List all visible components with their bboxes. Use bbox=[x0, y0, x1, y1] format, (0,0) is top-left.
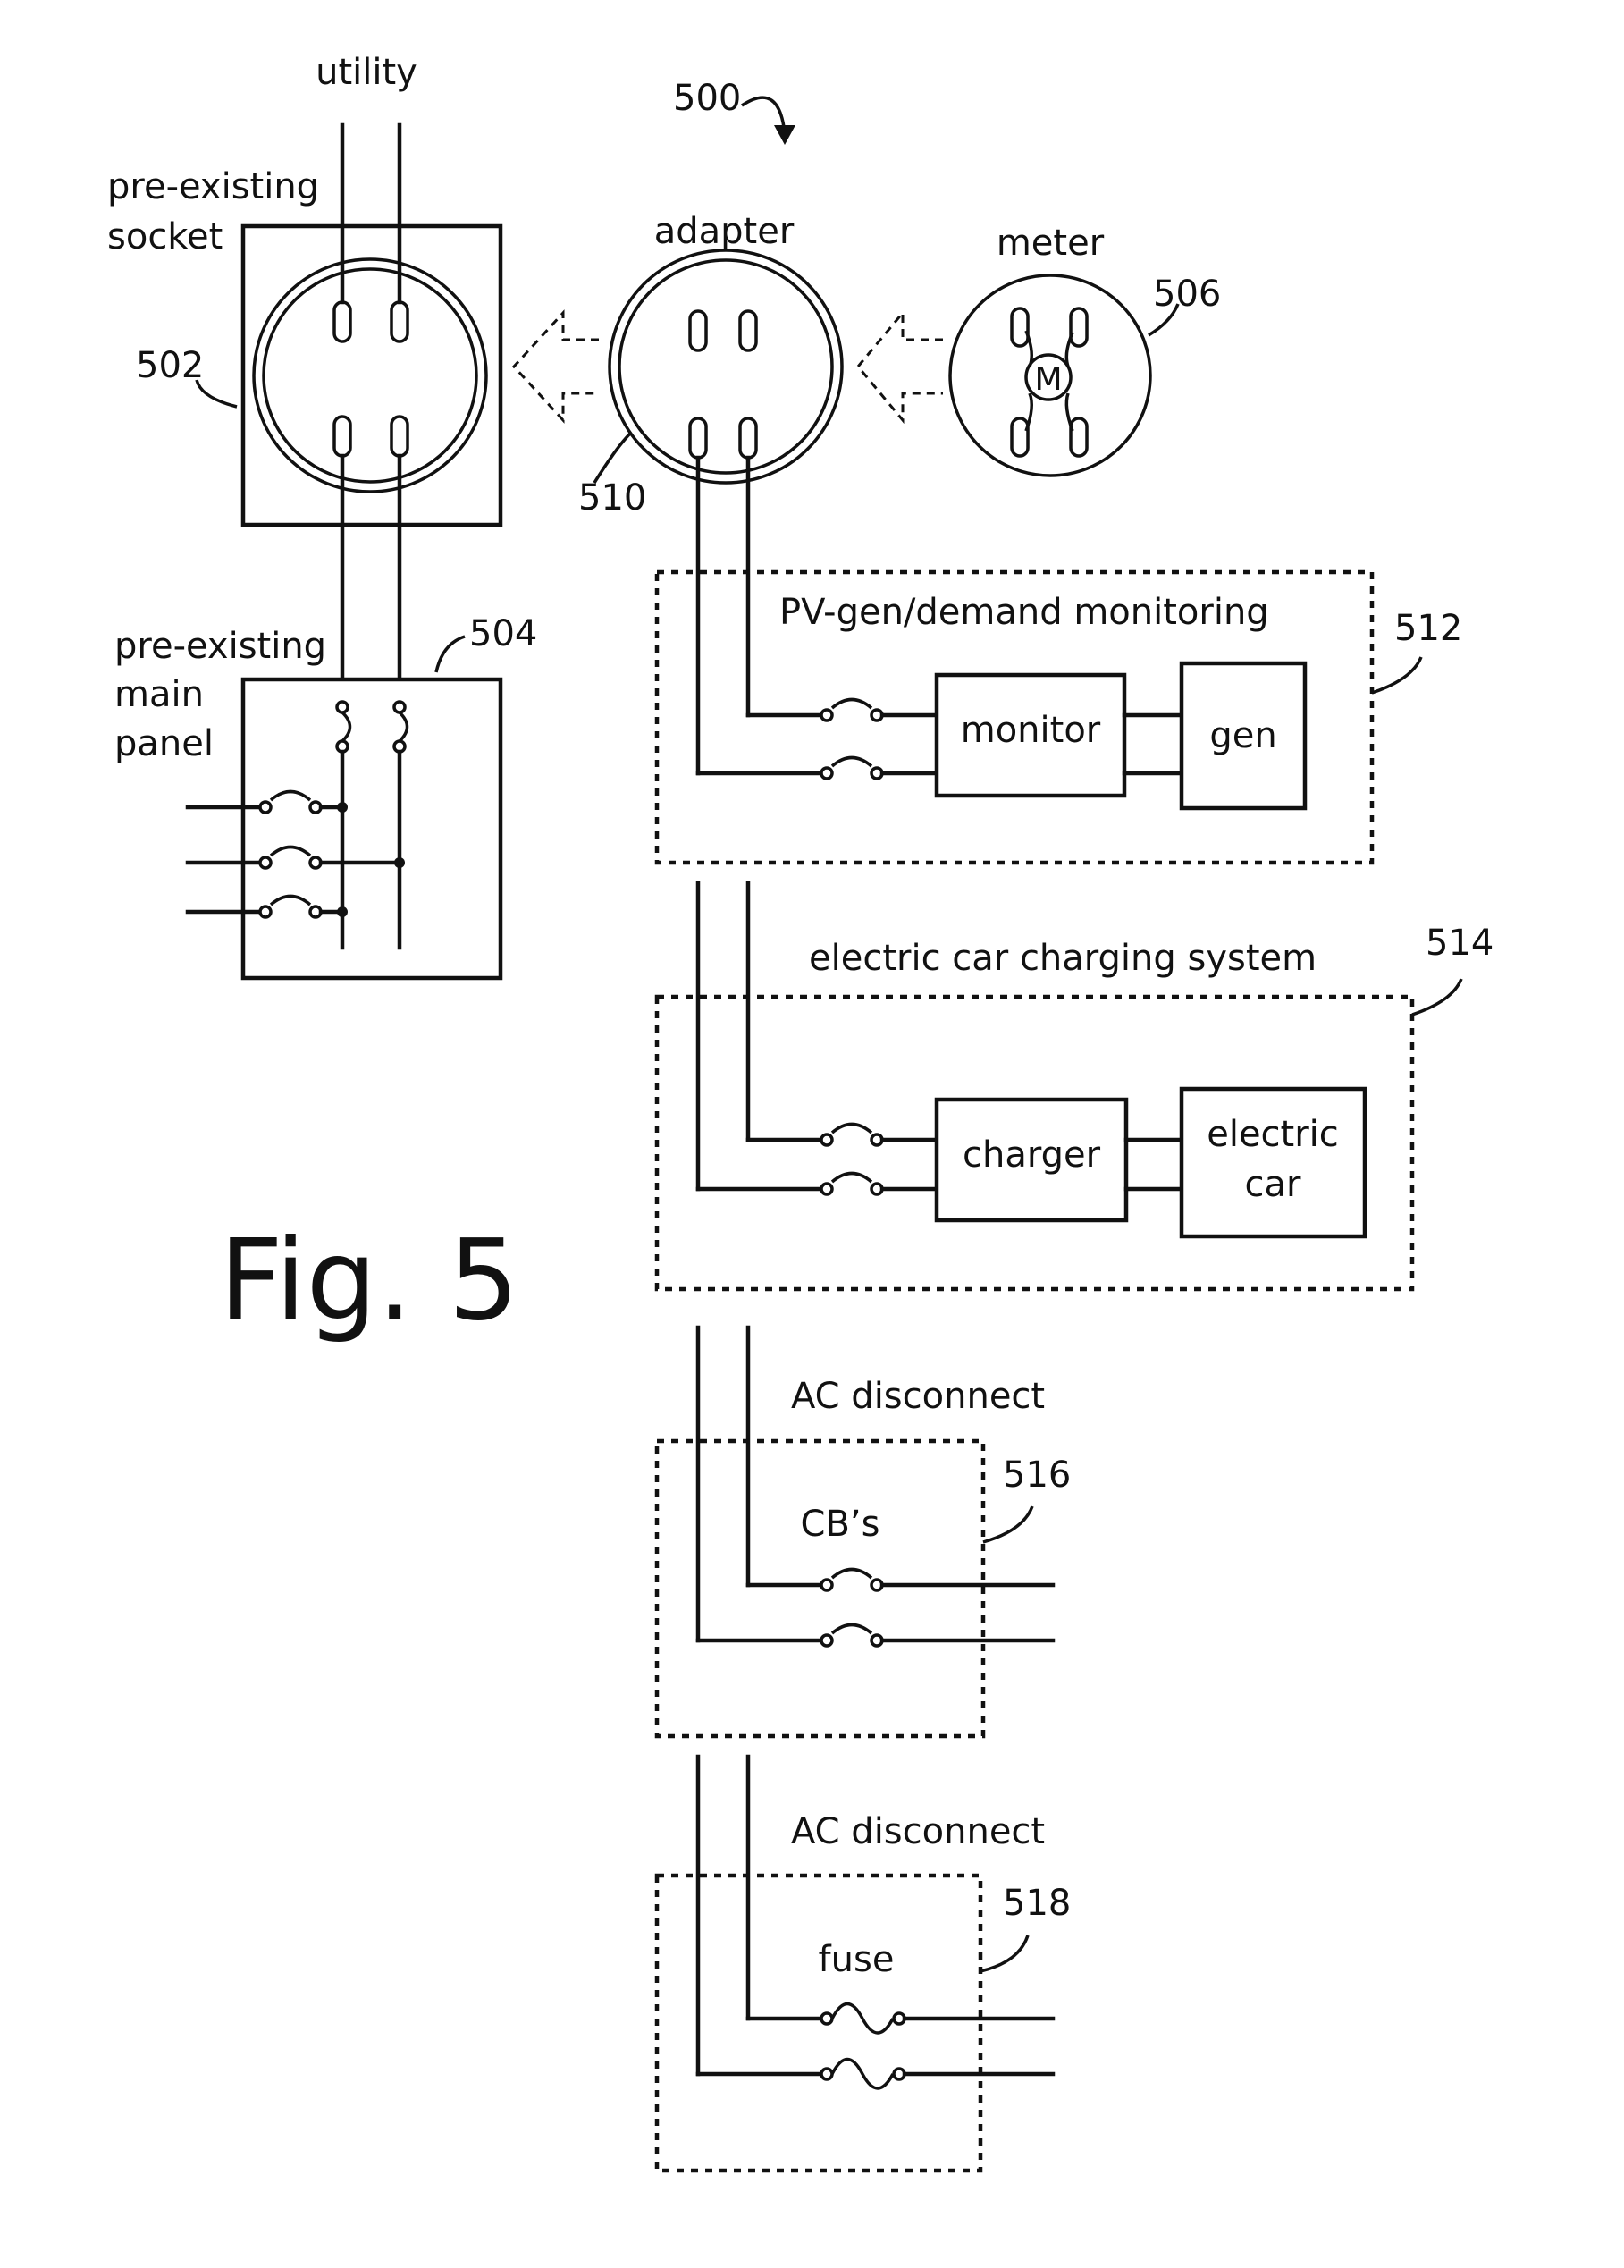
cb-to-fuse-lines bbox=[698, 1757, 748, 2074]
panel-label-line1: pre-existing bbox=[114, 626, 326, 667]
meter bbox=[950, 275, 1178, 476]
ref-512: 512 bbox=[1394, 608, 1462, 649]
monitor-label: monitor bbox=[961, 710, 1101, 751]
figure-label: Fig. 5 bbox=[219, 1216, 519, 1345]
ac-disconnect-2-label: AC disconnect bbox=[791, 1811, 1045, 1852]
ac-disconnect-fuse-section bbox=[657, 1876, 1053, 2171]
ref-514: 514 bbox=[1426, 923, 1494, 964]
socket-label-line2: socket bbox=[107, 216, 223, 257]
electric-car-label-line2: car bbox=[1245, 1164, 1302, 1205]
pv-monitoring-label: PV-gen/demand monitoring bbox=[779, 592, 1269, 633]
charger-label: charger bbox=[963, 1134, 1101, 1176]
adapter-insert-arrow bbox=[514, 313, 599, 420]
meter-symbol: M bbox=[1034, 361, 1062, 398]
meter-label: meter bbox=[997, 223, 1105, 264]
ref-516: 516 bbox=[1003, 1454, 1071, 1496]
ref-504: 504 bbox=[469, 613, 537, 654]
ref-510: 510 bbox=[578, 477, 646, 519]
pv-to-ev-lines bbox=[698, 883, 748, 1189]
ref-500: 500 bbox=[673, 78, 741, 119]
socket-label-line1: pre-existing bbox=[107, 166, 319, 207]
panel-label-line2: main bbox=[114, 674, 204, 715]
electric-car-label-line1: electric bbox=[1207, 1114, 1339, 1155]
pre-existing-socket bbox=[243, 226, 501, 525]
ev-charging-label: electric car charging system bbox=[809, 938, 1317, 979]
ev-to-cb-lines bbox=[698, 1328, 748, 1640]
adapter-label: adapter bbox=[654, 211, 795, 252]
adapter-output-lines bbox=[698, 458, 748, 773]
adapter bbox=[594, 250, 842, 483]
ac-disconnect-cb-section bbox=[657, 1441, 1053, 1736]
ref-502: 502 bbox=[136, 345, 204, 386]
gen-label: gen bbox=[1209, 715, 1276, 756]
fuse-label: fuse bbox=[819, 1939, 895, 1980]
ac-disconnect-1-label: AC disconnect bbox=[791, 1376, 1045, 1417]
panel-label-line3: panel bbox=[114, 723, 214, 764]
ref-506: 506 bbox=[1153, 274, 1221, 315]
ref-518: 518 bbox=[1003, 1883, 1071, 1924]
pre-existing-main-panel bbox=[188, 679, 501, 978]
utility-label: utility bbox=[316, 52, 417, 93]
cbs-label: CB’s bbox=[801, 1504, 880, 1545]
meter-insert-arrow bbox=[858, 313, 943, 420]
reference-arrow-500 bbox=[742, 97, 795, 145]
leader-504 bbox=[436, 637, 465, 672]
